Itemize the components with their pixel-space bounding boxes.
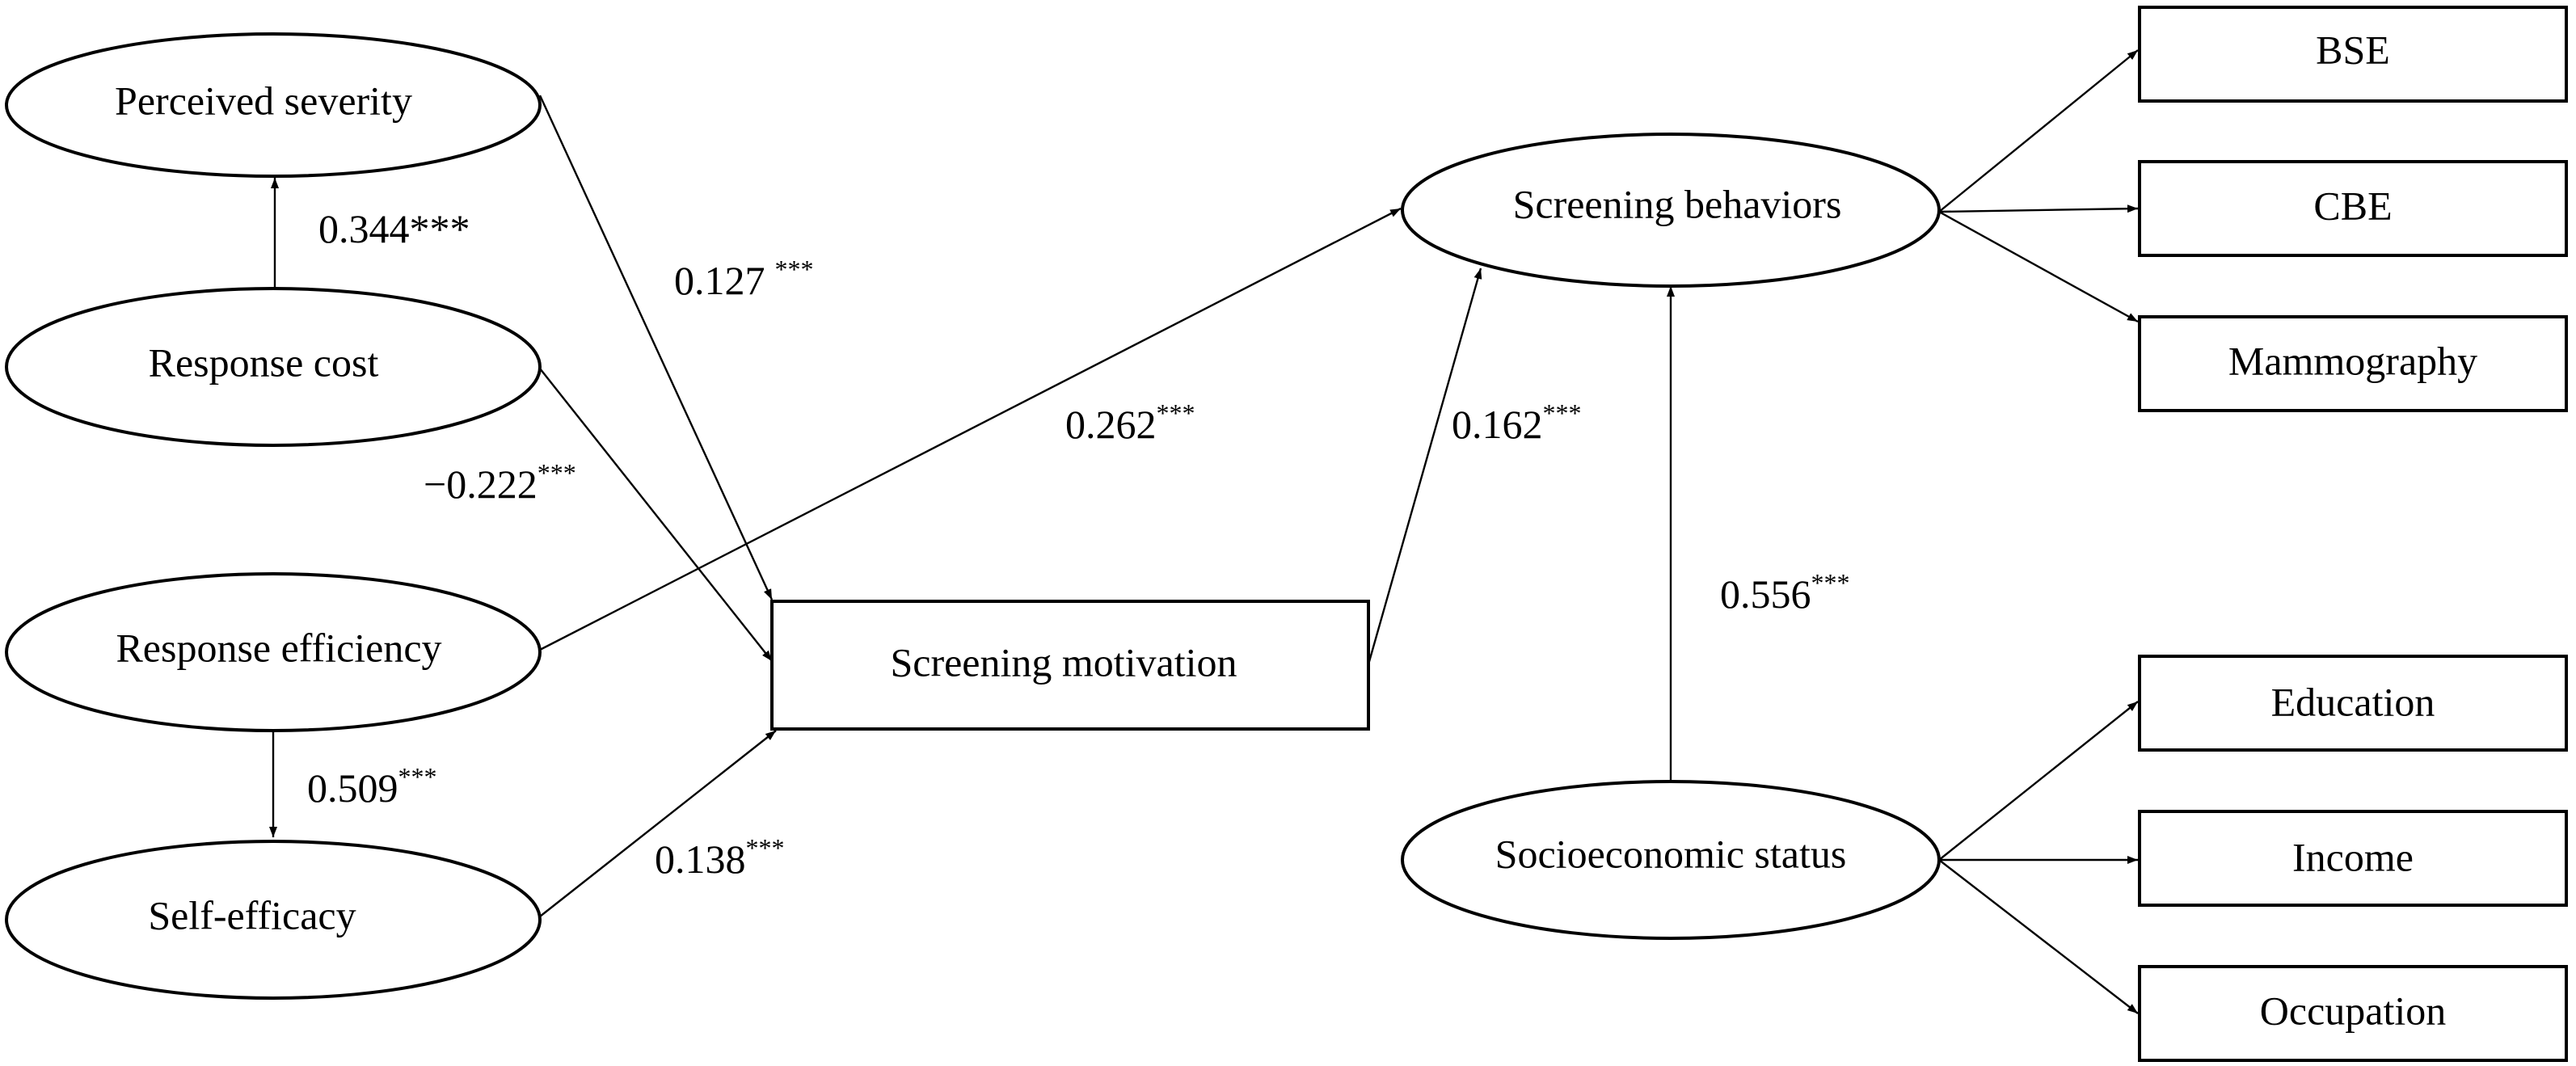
coef-value: 0.509: [307, 765, 398, 811]
edge-perceived-severity-to-screening-motivation: [538, 95, 774, 600]
coef-value: 0.262: [1065, 402, 1157, 447]
node-screening-motivation: Screening motivation: [770, 600, 1370, 731]
self-efficacy-label: Self-efficacy: [148, 892, 356, 937]
screening-behaviors-label: Screening behaviors: [1513, 181, 1842, 226]
edge-response-cost-to-screening-motivation: [539, 368, 773, 662]
education-label: Education: [2271, 679, 2435, 724]
node-occupation: Occupation: [2138, 965, 2568, 1062]
coef-value: 0.556: [1720, 571, 1811, 617]
edge-screening-behaviors-to-mammography: [1938, 210, 2139, 323]
node-perceived-severity: Perceived severity: [5, 32, 542, 178]
node-socioeconomic-status: Socioeconomic status: [1401, 780, 1941, 940]
coef-response-efficiency-to-screening-behaviors: 0.262***: [1065, 398, 1195, 447]
coef-significance: ***: [775, 255, 814, 284]
coef-value: 0.162: [1452, 402, 1543, 447]
cbe-label: CBE: [2313, 183, 2392, 228]
coef-value: −0.222: [424, 461, 538, 507]
node-self-efficacy: Self-efficacy: [5, 840, 542, 1000]
edge-self-efficacy-to-screening-motivation: [539, 730, 777, 917]
coef-socioeconomic-status-to-screening-behaviors: 0.556***: [1720, 568, 1850, 617]
coef-value: 0.344: [318, 206, 410, 251]
node-mammography: Mammography: [2138, 315, 2568, 412]
node-bse: BSE: [2138, 6, 2568, 103]
response-efficiency-label: Response efficiency: [116, 625, 441, 670]
coef-significance: ***: [398, 762, 437, 791]
coef-response-cost-to-screening-motivation: −0.222***: [424, 458, 576, 507]
coef-significance: ***: [410, 206, 470, 251]
coef-response-cost-to-perceived-severity: 0.344***: [318, 206, 470, 251]
bse-label: BSE: [2316, 27, 2390, 72]
edge-socioeconomic-status-to-education: [1938, 701, 2139, 861]
coef-screening-motivation-to-screening-behaviors: 0.162***: [1452, 398, 1582, 447]
node-response-efficiency: Response efficiency: [5, 572, 542, 732]
node-cbe: CBE: [2138, 160, 2568, 257]
socioeconomic-status-label: Socioeconomic status: [1495, 831, 1847, 876]
coef-significance: ***: [1811, 568, 1850, 597]
edge-screening-behaviors-to-bse: [1938, 49, 2139, 213]
edge-response-efficiency-to-screening-behaviors: [539, 207, 1402, 651]
edge-screening-behaviors-to-cbe: [1938, 204, 2139, 213]
coef-significance: ***: [746, 833, 785, 862]
mammography-label: Mammography: [2228, 338, 2477, 383]
coef-perceived-severity-to-screening-motivation: 0.127 ***: [674, 255, 814, 303]
income-label: Income: [2292, 834, 2414, 879]
coef-response-efficiency-to-self-efficacy: 0.509***: [307, 762, 437, 811]
coef-significance: ***: [1543, 398, 1582, 428]
perceived-severity-label: Perceived severity: [115, 78, 412, 123]
node-screening-behaviors: Screening behaviors: [1401, 133, 1941, 288]
coef-value: 0.138: [655, 836, 746, 882]
edge-socioeconomic-status-to-occupation: [1938, 859, 2139, 1014]
coef-value: 0.127: [674, 258, 765, 303]
occupation-label: Occupation: [2260, 988, 2446, 1033]
node-education: Education: [2138, 655, 2568, 752]
coef-significance: ***: [1157, 398, 1195, 428]
response-cost-label: Response cost: [149, 339, 379, 385]
edges: [269, 49, 2139, 1014]
node-response-cost: Response cost: [5, 287, 542, 447]
coef-significance: ***: [538, 458, 576, 487]
screening-motivation-label: Screening motivation: [890, 639, 1237, 685]
edge-screening-motivation-to-screening-behaviors: [1367, 268, 1482, 665]
node-income: Income: [2138, 810, 2568, 907]
coef-self-efficacy-to-screening-motivation: 0.138***: [655, 833, 785, 882]
